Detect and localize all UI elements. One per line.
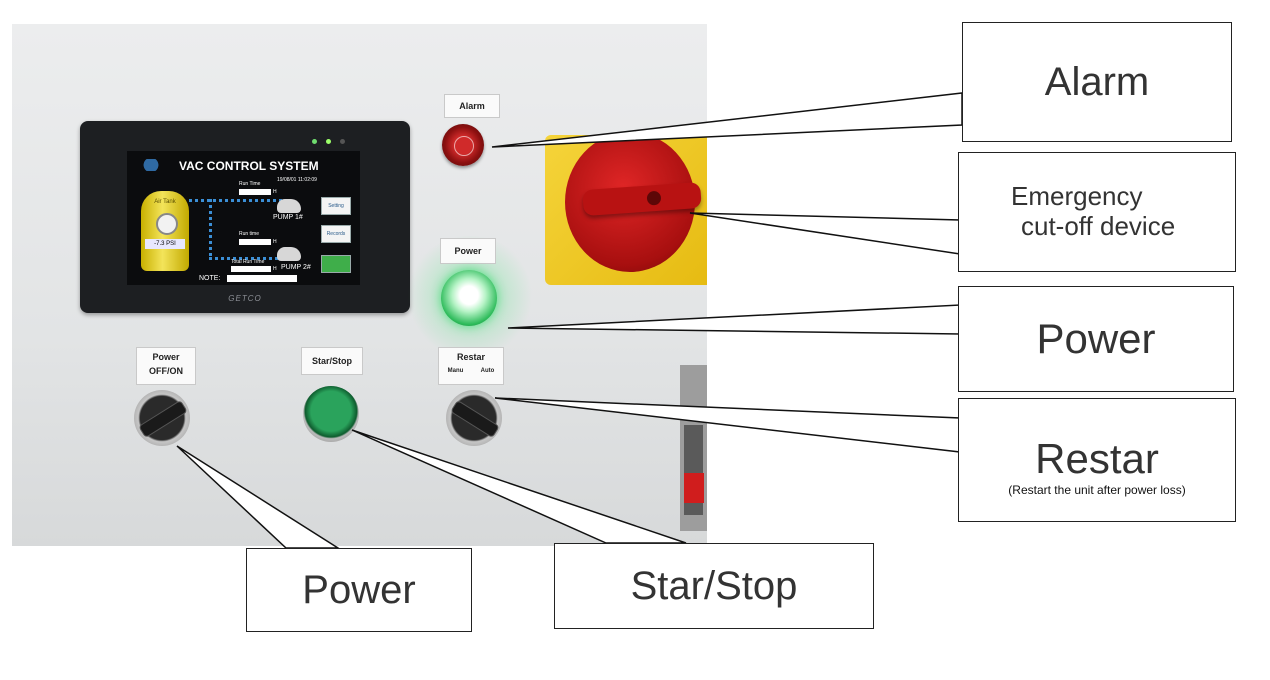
hmi-title: VAC CONTROL SYSTEM — [179, 159, 319, 173]
pump-2-label: PUMP 2# — [281, 264, 311, 271]
star-stop-callout: Star/Stop — [554, 543, 874, 629]
power-switch-plate: Power OFF/ON — [136, 347, 196, 385]
hour-unit-3: H — [273, 266, 277, 272]
power-selector-switch[interactable] — [134, 390, 190, 446]
star-stop-callout-text: Star/Stop — [630, 564, 798, 608]
restar-plate: Restar Manu Auto — [438, 347, 504, 385]
company-logo-icon — [133, 159, 169, 171]
power-lamp-callout-text: Power — [1036, 314, 1156, 362]
adjacent-red-switch-icon — [684, 473, 704, 503]
run-time-label-2: Run time — [239, 231, 260, 237]
note-field[interactable] — [227, 275, 297, 282]
emergency-callout-line2: cut-off device — [1021, 211, 1176, 241]
pump-1-icon — [277, 199, 301, 213]
restar-callout-text: Restar — [1035, 434, 1159, 482]
hmi-brand: GETCO — [228, 294, 262, 303]
pipe-line — [209, 199, 212, 259]
run-time-field-2 — [239, 239, 271, 245]
led-icon — [340, 139, 345, 144]
pump-1-label: PUMP 1# — [273, 214, 303, 221]
gauge-icon — [156, 213, 178, 235]
restar-selector-switch[interactable] — [446, 390, 502, 446]
run-time-field-1 — [239, 189, 271, 195]
power-lamp-plate: Power — [440, 238, 496, 264]
pipe-line — [209, 257, 289, 260]
power-switch-plate-line1: Power — [152, 352, 180, 362]
emergency-callout-line1: Emergency — [1011, 181, 1143, 212]
led-icon — [326, 139, 331, 144]
alarm-ring-icon — [454, 136, 474, 156]
knob-lever-icon — [450, 399, 500, 439]
restar-callout: Restar (Restart the unit after power los… — [958, 398, 1236, 522]
restar-callout-note: (Restart the unit after power loss) — [1008, 483, 1186, 498]
hmi-touch-screen[interactable]: VAC CONTROL SYSTEM 19/08/01 11:02:09 Air… — [80, 121, 410, 313]
hour-unit-2: H — [273, 239, 277, 245]
note-label: NOTE: — [199, 275, 221, 282]
control-panel-photo: VAC CONTROL SYSTEM 19/08/01 11:02:09 Air… — [12, 24, 707, 546]
knob-lever-icon — [138, 399, 188, 439]
restar-plate-modes: Manu Auto — [439, 364, 503, 378]
tank-label: Air Tank — [154, 199, 176, 205]
restar-plate-title: Restar — [456, 352, 485, 362]
alarm-callout-text: Alarm — [1044, 60, 1150, 104]
pressure-readout: -7.3 PSI — [145, 239, 185, 249]
setting-button[interactable]: Setting — [321, 197, 351, 215]
total-run-time-field — [231, 266, 271, 272]
restar-plate-auto: Auto — [480, 368, 495, 374]
emergency-callout: Emergency cut-off device — [958, 152, 1236, 272]
power-switch-plate-line2: OFF/ON — [149, 366, 183, 376]
start-stop-button[interactable] — [303, 386, 359, 442]
restar-plate-manu: Manu — [447, 368, 464, 374]
total-run-time-label: Total Run Time — [231, 259, 265, 265]
emergency-leader — [689, 212, 961, 255]
status-leds — [312, 139, 352, 147]
records-button[interactable]: Records — [321, 225, 351, 243]
hour-unit-1: H — [273, 189, 277, 195]
adjacent-panel — [680, 365, 707, 531]
star-stop-plate: Star/Stop — [301, 347, 363, 375]
handle-hole-icon — [646, 190, 662, 206]
alarm-plate: Alarm — [444, 94, 500, 118]
pipe-line — [189, 199, 289, 202]
power-lamp-icon — [441, 270, 497, 326]
run-time-label-1: Run Time — [239, 181, 261, 187]
power-switch-callout: Power — [246, 548, 472, 632]
alarm-callout: Alarm — [962, 22, 1232, 142]
hmi-display[interactable]: VAC CONTROL SYSTEM 19/08/01 11:02:09 Air… — [127, 151, 360, 285]
power-lamp-callout: Power — [958, 286, 1234, 392]
air-tank-graphic: Air Tank -7.3 PSI — [141, 191, 189, 271]
power-switch-callout-text: Power — [302, 568, 416, 612]
alarm-lamp-icon — [442, 124, 484, 166]
home-button[interactable] — [321, 255, 351, 273]
pump-2-icon — [277, 247, 301, 261]
led-icon — [312, 139, 317, 144]
hmi-datetime: 19/08/01 11:02:09 — [277, 177, 317, 183]
